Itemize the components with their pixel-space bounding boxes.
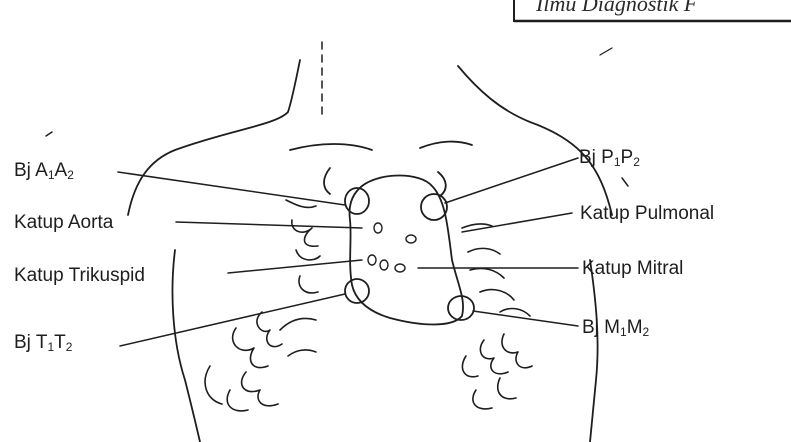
label-katup-aorta: Katup Aorta	[14, 213, 113, 232]
sternal-notch-right	[438, 172, 446, 196]
trikuspid-valve-mark-2	[380, 260, 388, 270]
label-katup-mitral: Katup Mitral	[582, 259, 683, 278]
heart-outline	[350, 176, 464, 325]
pulmonal-valve-mark	[406, 235, 416, 243]
right-ribs	[462, 224, 532, 409]
clavicle-left	[290, 144, 372, 150]
label-bj-t1t2: Bj T1T2	[14, 333, 72, 353]
left-chest-mark	[46, 132, 52, 136]
sternal-notch-left	[324, 168, 330, 194]
right-torso-outline	[590, 260, 598, 442]
left-ribs	[205, 200, 320, 411]
leader-a1a2	[118, 172, 345, 205]
leader-trikuspid	[228, 260, 362, 273]
label-bj-a1a2: Bj A1A2	[14, 161, 74, 181]
label-katup-trikuspid: Katup Trikuspid	[14, 266, 145, 285]
leader-aorta	[176, 222, 362, 228]
right-shoulder-tick	[600, 48, 612, 55]
trikuspid-valve-mark-1	[368, 255, 376, 265]
clavicle-right	[420, 142, 472, 148]
leader-pulmonal	[462, 213, 572, 232]
label-bj-p1p2: Bj P1P2	[579, 148, 640, 168]
neck-left-outline	[128, 60, 300, 215]
t1t2-point	[345, 279, 369, 303]
leader-p1p2	[445, 158, 578, 203]
aorta-valve-mark	[374, 223, 382, 233]
label-katup-pulmonal: Katup Pulmonal	[580, 204, 714, 223]
label-bj-m1m2: Bj M1M2	[582, 318, 649, 338]
p1p2-tick	[622, 178, 628, 186]
left-torso-outline	[172, 250, 200, 442]
mitral-valve-mark	[395, 264, 405, 272]
neck-right-outline	[458, 66, 612, 215]
